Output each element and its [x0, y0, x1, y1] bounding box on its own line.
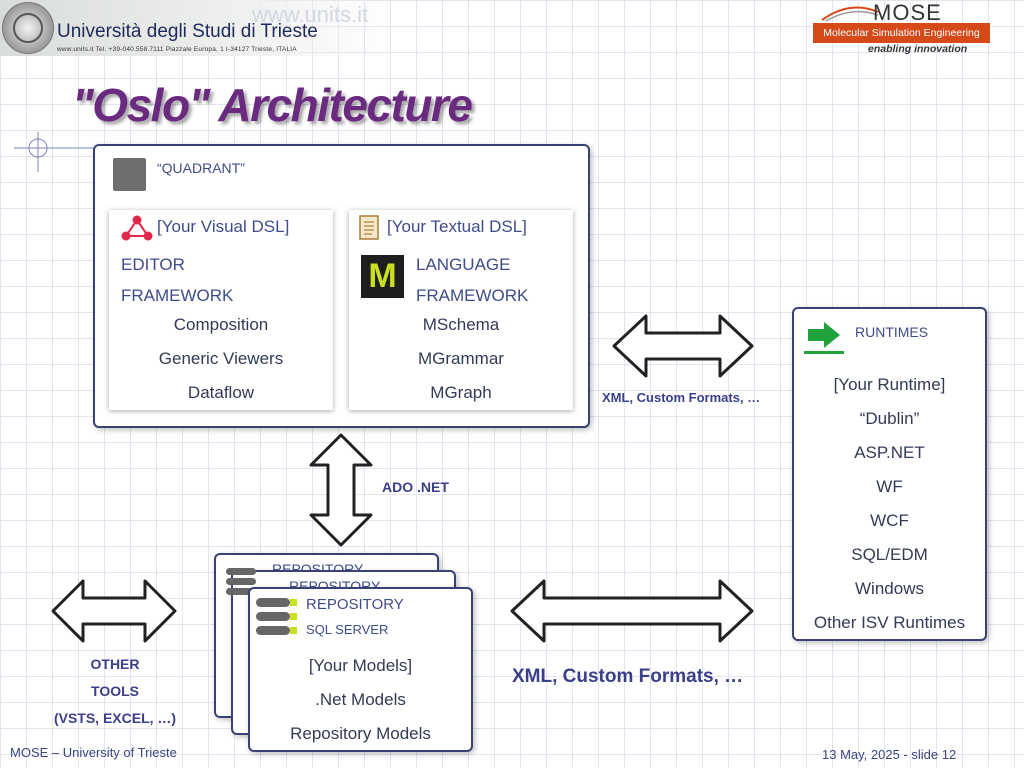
runtime-item: “Dublin”: [859, 409, 920, 428]
database-icon: [256, 598, 297, 635]
textual-dsl-item: MGrammar: [418, 349, 504, 368]
runtimes-box: [792, 307, 987, 641]
textual-dsl-panel: [349, 210, 573, 410]
ado-double-arrow-icon: [309, 433, 373, 547]
ado-net-label: ADO .NET: [382, 479, 449, 495]
university-banner: [0, 0, 395, 56]
other-tools-line1: OTHER: [90, 656, 140, 672]
mose-fullname: Molecular Simulation Engineering: [813, 23, 990, 43]
runtime-item: ASP.NET: [854, 443, 925, 462]
other-tools-double-arrow-icon: [51, 579, 177, 643]
repository-item: [Your Models]: [308, 656, 413, 675]
quadrant-label: “QUADRANT”: [157, 160, 245, 176]
runtimes-label: RUNTIMES: [855, 324, 929, 340]
mose-swoosh-icon: [821, 6, 879, 22]
slide-title: "Oslo" Architecture: [72, 79, 473, 131]
visual-dsl-item: Composition: [173, 315, 269, 334]
other-tools-line3: (VSTS, EXCEL, …): [53, 710, 177, 726]
runtime-item: WCF: [870, 511, 909, 530]
university-seal-icon: [2, 2, 54, 54]
mose-tagline: enabling innovation: [868, 43, 968, 55]
xml-bottom-label: XML, Custom Formats, …: [512, 666, 744, 687]
university-name: Università degli Studi di Trieste: [57, 21, 318, 42]
visual-dsl-item: Generic Viewers: [158, 349, 284, 368]
mose-wordmark: MOSE: [873, 0, 942, 25]
quadrant-icon: [113, 158, 146, 191]
editor-label: EDITOR: [121, 255, 185, 274]
textual-dsl-heading: [Your Textual DSL]: [387, 217, 527, 236]
textual-dsl-item: MGraph: [430, 383, 492, 402]
sql-server-label: SQL SERVER: [306, 622, 389, 637]
runtime-arrow-icon: [804, 322, 844, 354]
document-icon: [359, 215, 379, 240]
footer-right: 13 May, 2025 - slide 12: [822, 747, 957, 762]
repository-item: Repository Models: [290, 724, 431, 743]
xml-top-label: XML, Custom Formats, …: [602, 390, 761, 405]
footer-left: MOSE – University of Trieste: [10, 745, 177, 760]
visual-dsl-panel: [109, 210, 333, 410]
runtime-item: SQL/EDM: [851, 545, 928, 564]
runtime-item: Windows: [855, 579, 924, 598]
graph-nodes-icon: [121, 215, 153, 241]
other-tools-line2: TOOLS: [91, 683, 139, 699]
editor-framework-label: FRAMEWORK: [121, 286, 234, 305]
m-language-logo-icon: M: [361, 255, 404, 298]
visual-dsl-item: Dataflow: [187, 383, 255, 402]
runtime-item: [Your Runtime]: [833, 375, 946, 394]
textual-dsl-item: MSchema: [422, 315, 500, 334]
repository-item: .Net Models: [315, 690, 406, 709]
language-framework-label: FRAMEWORK: [416, 286, 529, 305]
repository-label: REPOSITORY: [306, 596, 404, 613]
university-address: www.units.it Tel. +39-040.558.7111 Piazz…: [57, 46, 297, 53]
runtime-item: WF: [876, 477, 903, 496]
xml-top-double-arrow-icon: [612, 314, 754, 378]
university-watermark: www.units.it: [252, 2, 369, 27]
visual-dsl-heading: [Your Visual DSL]: [157, 217, 290, 236]
xml-bottom-double-arrow-icon: [510, 579, 754, 643]
runtime-item: Other ISV Runtimes: [813, 613, 966, 632]
language-label: LANGUAGE: [416, 255, 511, 274]
